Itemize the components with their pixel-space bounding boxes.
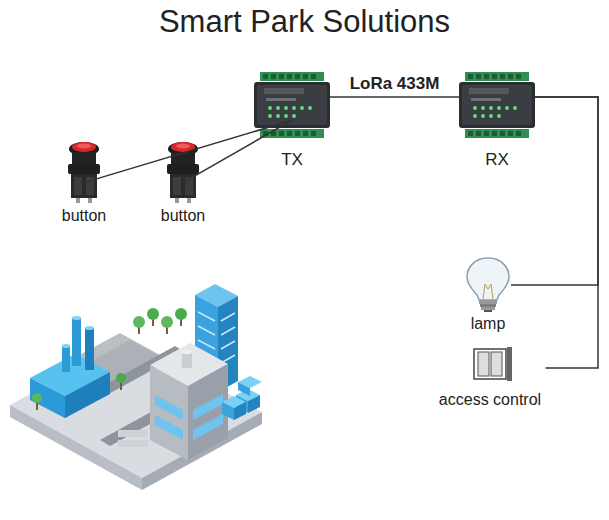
link-label: LoRa 433M	[347, 74, 443, 94]
button-icon	[167, 142, 199, 203]
lamp-icon	[467, 258, 509, 312]
node-label: lamp	[465, 314, 511, 333]
diagram-title: Smart Park Solutions	[0, 4, 609, 40]
node-label: button	[157, 206, 210, 225]
wire-connector	[535, 97, 598, 368]
wire-connector	[330, 96, 459, 98]
radio-module: TX	[254, 70, 330, 170]
node-label: access control	[435, 390, 546, 409]
push-button: button	[58, 140, 111, 225]
node-label: button	[58, 206, 111, 225]
node-label: TX	[254, 150, 330, 170]
wire-connector	[84, 120, 292, 182]
access-control-node: access control	[435, 346, 546, 409]
wire-connector	[183, 120, 292, 182]
radio-module: RX	[459, 70, 535, 170]
node-label: RX	[459, 150, 535, 170]
wire-connector	[511, 97, 598, 285]
push-button: button	[157, 140, 210, 225]
rx-module	[459, 72, 535, 138]
city-illustration	[10, 284, 262, 490]
access-control-icon	[474, 347, 512, 381]
button-icon	[68, 142, 100, 203]
lamp-node: lamp	[465, 256, 511, 333]
